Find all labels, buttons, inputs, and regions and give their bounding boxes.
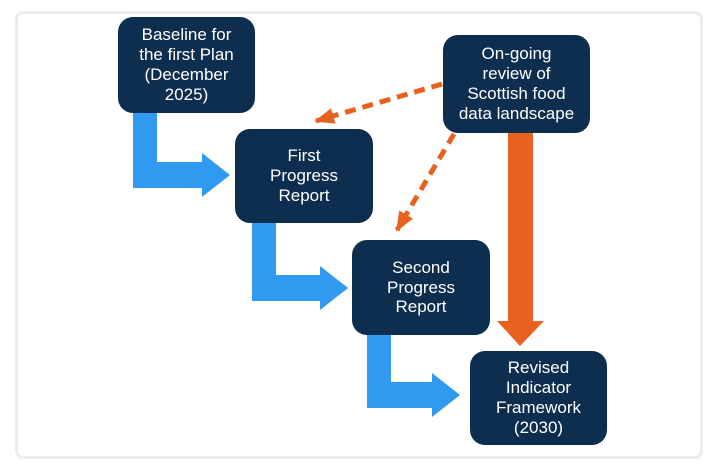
node-revised-label: Revised Indicator Framework (2030) (495, 358, 581, 437)
node-ongoing-label: On-going review of Scottish food data la… (458, 44, 575, 123)
flow-arrow-second-to-revised-icon (367, 334, 460, 417)
review-arrow-ongoing-to-first-icon (314, 81, 443, 124)
node-first-progress-report: First Progress Report (235, 129, 373, 223)
review-arrow-ongoing-to-second-icon (394, 132, 457, 232)
node-first-label: First Progress Report (269, 146, 339, 205)
node-ongoing-review: On-going review of Scottish food data la… (443, 35, 590, 133)
node-second-label: Second Progress Report (386, 257, 456, 317)
review-arrow-ongoing-to-revised-icon (497, 133, 544, 346)
node-baseline-first-plan: Baseline for the first Plan (December 20… (118, 17, 255, 113)
node-baseline-label: Baseline for the first Plan (December 20… (139, 25, 234, 104)
node-revised-indicator-framework: Revised Indicator Framework (2030) (470, 351, 607, 445)
flow-arrow-first-to-second-icon (252, 222, 348, 310)
node-second-progress-report: Second Progress Report (352, 240, 490, 335)
flow-arrow-baseline-to-first-icon (133, 112, 230, 197)
